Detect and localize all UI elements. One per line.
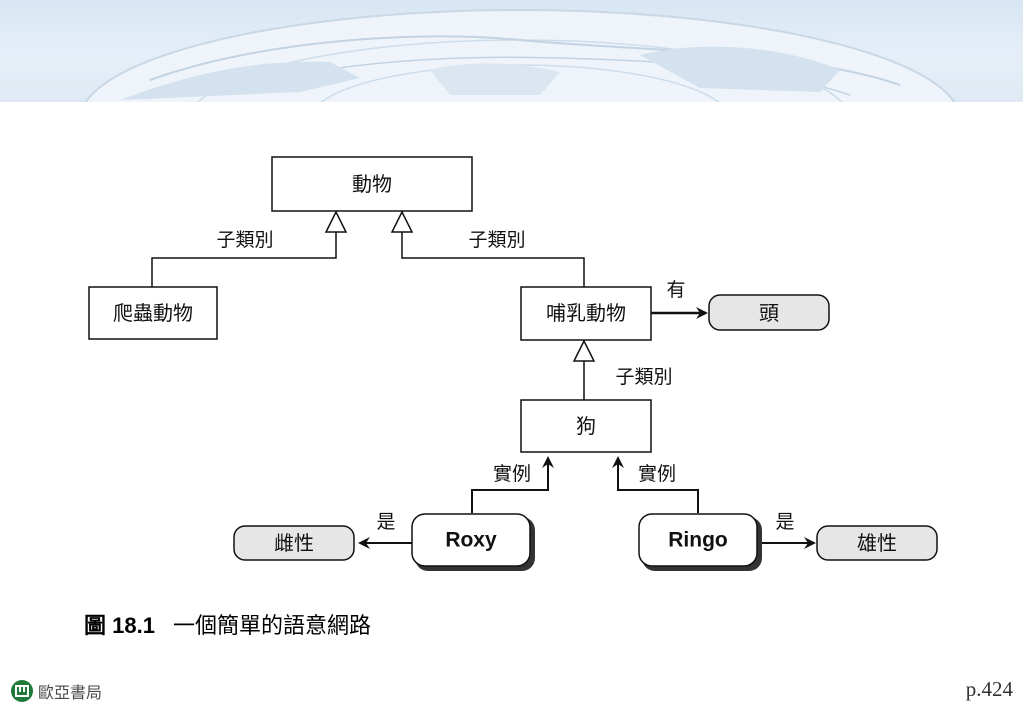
subclass-edge-reptile-animal [151, 210, 348, 287]
edge-label-roxy-is: 是 [376, 511, 395, 533]
node-head-label: 頭 [759, 301, 779, 325]
figure-title: 一個簡單的語意網路 [172, 614, 371, 639]
subclass-triangle-icon [390, 210, 414, 233]
node-female: 雌性 [233, 525, 355, 561]
semantic-network-diagram: 動物 爬蟲動物 哺乳動物 狗 Roxy Ringo 頭 雌性 雄性 子類別 子類… [88, 156, 938, 571]
node-reptile-label: 爬蟲動物 [113, 301, 193, 325]
figure-number: 圖 18.1 [84, 613, 155, 638]
edge-label-mammal-subclass: 子類別 [468, 229, 525, 251]
figure-caption: 圖 18.1 一個簡單的語意網路 [84, 608, 371, 640]
node-male-label: 雄性 [857, 531, 897, 555]
subclass-triangle-icon [572, 339, 596, 362]
publisher-mark: 歐亞書局 [10, 678, 102, 704]
node-roxy-label: Roxy [445, 529, 497, 552]
node-head: 頭 [708, 294, 830, 331]
publisher-logo-icon [11, 680, 33, 702]
edge-label-roxy-instance: 實例 [493, 463, 531, 485]
node-animal: 動物 [271, 156, 473, 212]
node-ringo: Ringo [638, 513, 762, 571]
subclass-triangle-icon [324, 210, 348, 233]
header-banner [0, 0, 1023, 102]
edge-label-mammal-has: 有 [666, 279, 685, 301]
edge-label-ringo-instance: 實例 [638, 463, 676, 485]
globe-banner-image [84, 9, 956, 102]
edge-label-dog-subclass: 子類別 [615, 366, 672, 388]
node-animal-label: 動物 [352, 172, 392, 196]
node-reptile: 爬蟲動物 [88, 286, 218, 340]
edge-label-ringo-is: 是 [775, 511, 794, 533]
node-female-label: 雌性 [274, 531, 314, 555]
node-ringo-label: Ringo [668, 529, 727, 552]
page-number: p.424 [965, 677, 1013, 701]
node-roxy: Roxy [411, 513, 535, 571]
node-dog-label: 狗 [576, 414, 596, 438]
instance-edge-ringo-dog [612, 456, 699, 513]
edge-label-reptile-subclass: 子類別 [216, 229, 273, 251]
node-mammal: 哺乳動物 [520, 286, 652, 341]
publisher-name: 歐亞書局 [38, 683, 103, 702]
instance-edge-roxy-dog [471, 456, 554, 513]
subclass-edge-dog-mammal [572, 339, 596, 400]
node-dog: 狗 [520, 399, 652, 453]
subclass-edge-mammal-animal [390, 210, 585, 287]
node-male: 雄性 [816, 525, 938, 561]
node-mammal-label: 哺乳動物 [546, 301, 626, 325]
